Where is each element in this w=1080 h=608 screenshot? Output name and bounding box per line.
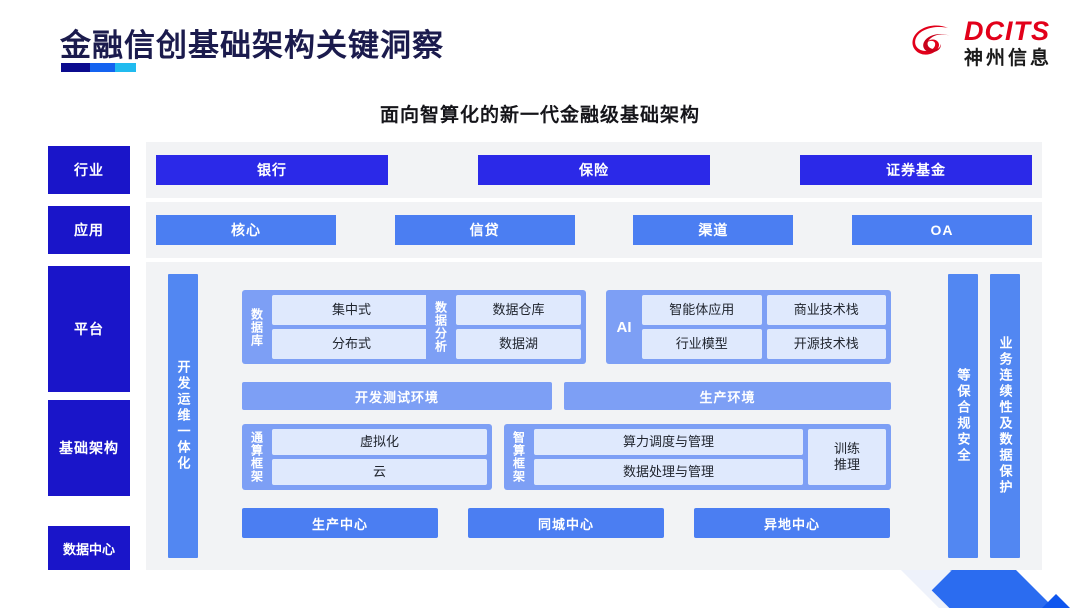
dcits-logo: DCITS 神州信息: [908, 18, 1052, 68]
dcits-swirl-icon: [908, 19, 956, 67]
cell-centralized[interactable]: 集中式: [272, 295, 431, 325]
title-accent-bar: [61, 63, 136, 72]
group-ai[interactable]: AI 智能体应用 行业模型 商业技术栈 开源技术栈: [606, 290, 891, 364]
group-data-analytics[interactable]: 数据分析 数据仓库 数据湖: [426, 290, 586, 364]
datacenter-chip-production[interactable]: 生产中心: [242, 508, 438, 538]
industry-chip-securities[interactable]: 证券基金: [800, 155, 1032, 185]
group-caption-ai: AI: [616, 318, 632, 336]
group-database[interactable]: 数据库 集中式 分布式: [242, 290, 436, 364]
rail-compliance-security[interactable]: 等保合规安全: [948, 274, 978, 558]
accent-segment-3: [115, 63, 136, 72]
layer-label-industry: 行业: [48, 146, 130, 194]
rail-business-continuity[interactable]: 业务连续性及数据保护: [990, 274, 1020, 558]
architecture-diagram: 行业 应用 平台 基础架构 数据中心 银行 保险 证券基金 核心 信贷 渠道 O…: [0, 138, 1080, 570]
page-title: 金融信创基础架构关键洞察: [60, 28, 444, 63]
industry-chip-insurance[interactable]: 保险: [478, 155, 710, 185]
cell-virtualization[interactable]: 虚拟化: [272, 429, 487, 455]
cell-agent-application[interactable]: 智能体应用: [642, 295, 762, 325]
cell-industry-model[interactable]: 行业模型: [642, 329, 762, 359]
group-general-compute[interactable]: 通算框架 虚拟化 云: [242, 424, 492, 490]
accent-segment-2: [90, 63, 115, 72]
rail-devops[interactable]: 开发运维一体化: [168, 274, 198, 558]
cell-training-inference[interactable]: 训练 推理: [808, 429, 886, 485]
datacenter-chip-remote[interactable]: 异地中心: [694, 508, 890, 538]
layer-label-infrastructure: 基础架构: [48, 400, 130, 496]
layer-label-platform: 平台: [48, 266, 130, 392]
cell-commercial-stack[interactable]: 商业技术栈: [766, 295, 886, 325]
industry-chip-bank[interactable]: 银行: [156, 155, 388, 185]
env-bar-dev-test[interactable]: 开发测试环境: [242, 382, 552, 410]
group-caption-general-compute: 通算框架: [249, 431, 264, 483]
diagram-subtitle: 面向智算化的新一代金融级基础架构: [379, 105, 700, 126]
layer-label-application: 应用: [48, 206, 130, 254]
group-caption-intelligent-compute: 智算框架: [511, 431, 526, 483]
cell-compute-scheduling[interactable]: 算力调度与管理: [534, 429, 803, 455]
cell-data-lake[interactable]: 数据湖: [456, 329, 581, 359]
logo-text-en: DCITS: [963, 16, 1050, 46]
group-intelligent-compute[interactable]: 智算框架 算力调度与管理 数据处理与管理 训练 推理: [504, 424, 891, 490]
env-bar-production[interactable]: 生产环境: [564, 382, 891, 410]
application-band: 核心 信贷 渠道 OA: [146, 202, 1042, 258]
accent-segment-1: [61, 63, 90, 72]
application-chip-oa[interactable]: OA: [852, 215, 1033, 245]
cell-data-warehouse[interactable]: 数据仓库: [456, 295, 581, 325]
application-chip-channel[interactable]: 渠道: [633, 215, 794, 245]
application-chip-core[interactable]: 核心: [156, 215, 336, 245]
group-caption-database: 数据库: [249, 307, 264, 347]
layer-label-datacenter: 数据中心: [48, 526, 130, 570]
logo-text-cn: 神州信息: [963, 48, 1052, 69]
page-header: 金融信创基础架构关键洞察 DCITS 神州信息: [0, 0, 1080, 92]
cell-data-processing[interactable]: 数据处理与管理: [534, 459, 803, 485]
datacenter-chip-metro[interactable]: 同城中心: [468, 508, 664, 538]
cell-cloud[interactable]: 云: [272, 459, 487, 485]
group-caption-data-analytics: 数据分析: [433, 301, 448, 353]
application-chip-credit[interactable]: 信贷: [394, 215, 575, 245]
cell-distributed[interactable]: 分布式: [272, 329, 431, 359]
cell-opensource-stack[interactable]: 开源技术栈: [766, 329, 886, 359]
industry-band: 银行 保险 证券基金: [146, 142, 1042, 198]
platform-panel: 开发运维一体化 等保合规安全 业务连续性及数据保护 数据库 集中式 分布式 数据…: [146, 262, 1042, 570]
